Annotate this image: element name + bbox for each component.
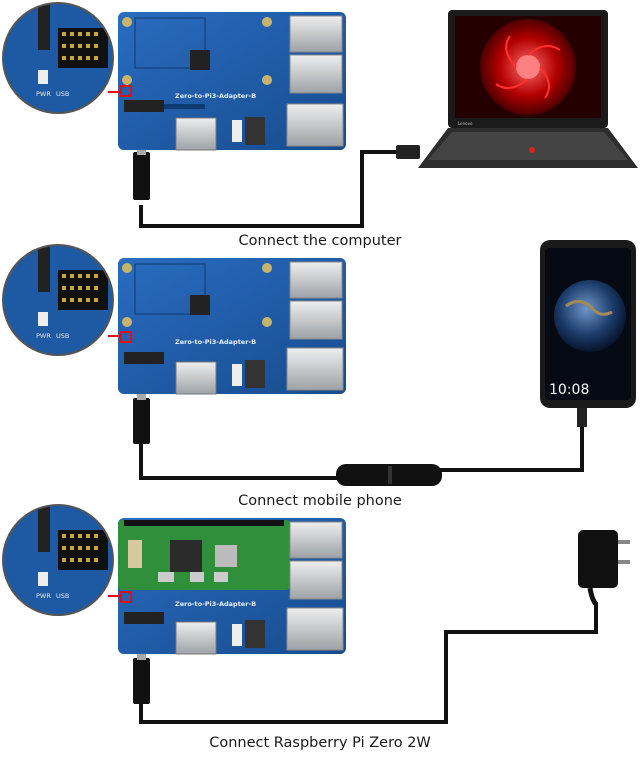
caption-computer: Connect the computer [238,233,402,249]
board-label: Zero-to-Pi3-Adapter-B [175,600,256,608]
usb-cable [139,440,340,480]
board-label: Zero-to-Pi3-Adapter-B [175,338,256,346]
adapter-board: Zero-to-Pi3-Adapter-B [118,258,346,395]
hdmi-port [175,361,217,395]
micro-usb-plug [133,658,150,704]
audio-jack [245,360,265,388]
micro-usb-plug [133,152,150,200]
pwr-label: PWR [36,592,51,600]
zoom-inset: PWR USB [2,2,122,114]
usb-label: USB [56,592,69,600]
phone-clock: 10:08 [549,382,589,398]
micro-usb-plug [133,398,150,444]
usb-label: USB [56,332,69,340]
panel-connect-pi-zero: Zero-to-Pi3-Adapter-B PWR USB [2,504,630,724]
zoom-inset: PWR USB [2,244,122,356]
board-label: Zero-to-Pi3-Adapter-B [175,92,256,100]
laptop-icon: Lenovo [418,10,638,168]
audio-jack [245,117,265,145]
svg-text:Lenovo: Lenovo [458,121,473,126]
hdmi-port [175,621,217,655]
usb-a-port-bottom [289,560,343,600]
zoom-inset: PWR USB [2,504,122,616]
ethernet-port [286,103,344,147]
caption-pi-zero: Connect Raspberry Pi Zero 2W [209,735,431,751]
adapter-board: Zero-to-Pi3-Adapter-B [118,518,346,655]
usb-a-port-bottom [289,300,343,340]
caption-phone: Connect mobile phone [238,493,402,509]
usb-a-port-top [289,521,343,559]
usb-a-port-top [289,261,343,299]
ethernet-port [286,347,344,391]
panel-connect-computer: Zero-to-Pi3-Adapter-B PWR USB [2,2,638,228]
pwr-label: PWR [36,90,51,98]
usb-a-plug [396,145,420,159]
audio-jack [245,620,265,648]
power-adapter-icon [578,530,630,606]
hdmi-port [175,117,217,151]
usb-cable [139,150,405,228]
usb-a-port-top [289,15,343,53]
ethernet-port [286,607,344,651]
smartphone-icon: 10:08 [540,240,636,408]
usb-a-port-bottom [289,54,343,94]
pwr-label: PWR [36,332,51,340]
panel-connect-phone: Zero-to-Pi3-Adapter-B PWR USB [2,240,636,486]
usb-label: USB [56,90,69,98]
adapter-board: Zero-to-Pi3-Adapter-B [118,12,346,151]
usb-cable [139,602,598,724]
